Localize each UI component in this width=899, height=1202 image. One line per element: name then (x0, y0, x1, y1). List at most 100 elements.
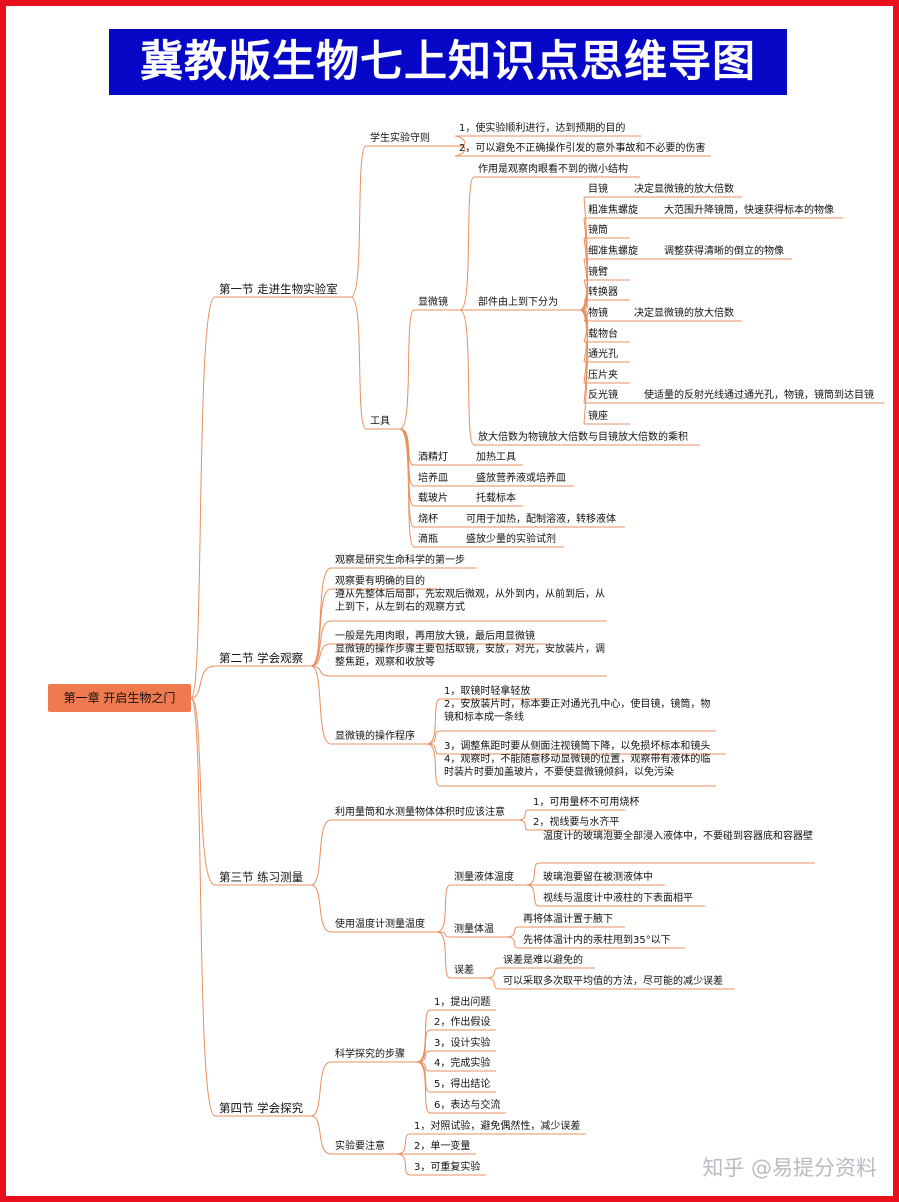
connector (399, 309, 415, 430)
connector (310, 567, 332, 667)
connector (396, 1153, 411, 1176)
section-node: 第三节 练习测量 (219, 870, 304, 884)
mindmap-node: 镜座 (588, 411, 608, 422)
connector (525, 884, 540, 907)
connector (459, 176, 475, 311)
mindmap-node: 细准焦螺旋 (588, 246, 638, 257)
connector (310, 643, 332, 667)
mindmap-node: 误差是难以避免的 (503, 955, 583, 966)
mindmap-node: 6，表达与交流 (434, 1100, 501, 1111)
mindmap-node: 一般是先用肉眼，再用放大镜，最后用显微镜 (335, 631, 535, 642)
mindmap-node: 5，得出结论 (434, 1079, 491, 1090)
mindmap-node: 观察是研究生命科学的第一步 (335, 555, 465, 566)
node-note: 可用于加热，配制溶液，转移液体 (466, 514, 616, 525)
mindmap-node: 培养皿 (418, 473, 448, 484)
mindmap-node: 2，安放装片时，标本要正对通光孔中心，使目镜，镜筒，物镜和标本成一条线 (444, 699, 711, 723)
connector (426, 743, 441, 787)
mindmap-node: 通光孔 (588, 349, 618, 360)
mindmap-node: 1，取镜时轻拿轻放 (444, 686, 531, 697)
connector (399, 428, 415, 507)
node-note: 调整获得清晰的倒立的物像 (664, 246, 784, 257)
node-note: 盛放少量的实验试剂 (466, 534, 556, 545)
connector (454, 145, 466, 157)
connector (525, 862, 540, 886)
mindmap-node: 学生实验守则 (370, 133, 430, 144)
connector (350, 145, 367, 298)
section-node: 第二节 学会观察 (219, 651, 304, 665)
mindmap-node: 再将体温计置于腋下 (523, 914, 613, 925)
connector (310, 665, 332, 677)
connector (310, 665, 332, 745)
mindmap-node: 2，单一变量 (414, 1141, 471, 1152)
connector (350, 296, 367, 430)
connector (579, 309, 588, 425)
mindmap-node: 1，使实验顺利进行，达到预期的目的 (459, 123, 626, 134)
mindmap-node: 2，视线要与水齐平 (533, 817, 620, 828)
mindmap-node: 镜臂 (588, 267, 608, 278)
mindmap-node: 测量体温 (454, 924, 494, 935)
mindmap-node: 1，对照试验，避免偶然性，减少误差 (414, 1121, 581, 1132)
mindmap-node: 作用是观察肉眼看不到的微小结构 (478, 164, 628, 175)
mindmap-node: 镜筒 (588, 225, 608, 236)
mindmap-node: 2，可以避免不正确操作引发的意外事故和不必要的伤害 (459, 143, 706, 154)
mindmap-node: 2，作出假设 (434, 1017, 491, 1028)
node-note: 大范围升降镜筒，快速获得标本的物像 (664, 205, 834, 216)
mindmap-node: 显微镜 (418, 297, 448, 308)
mindmap-node: 反光镜 (588, 390, 618, 401)
connector (436, 884, 451, 933)
connector (310, 1115, 332, 1155)
mindmap-node: 工具 (370, 416, 390, 427)
connector (516, 819, 530, 831)
connector (310, 1061, 332, 1117)
mindmap-node: 载物台 (588, 329, 618, 340)
mindmap-node: 部件由上到下分为 (478, 297, 558, 308)
connector (416, 1061, 431, 1093)
mindmap-node: 测量液体温度 (454, 872, 514, 883)
connector (310, 819, 332, 886)
mindmap-node: 酒精灯 (418, 452, 448, 463)
connector (579, 217, 588, 311)
connector (505, 936, 520, 949)
mindmap-node: 1，提出问题 (434, 997, 491, 1008)
mindmap-node: 科学探究的步骤 (335, 1049, 405, 1060)
mindmap-node: 4，观察时，不能随意移动显微镜的位置，观察带有液体的临时装片时要加盖玻片，不要使… (444, 754, 711, 778)
mindmap-node: 烧杯 (418, 514, 438, 525)
mindmap-node: 1，可用量杯不可用烧杯 (533, 797, 640, 808)
connector (416, 1029, 431, 1063)
node-note: 盛放营养液或培养皿 (476, 473, 566, 484)
mindmap-node: 温度计的玻璃泡要全部浸入液体中，不要碰到容器底和容器壁 (543, 831, 813, 842)
mindmap-node: 物镜 (588, 308, 608, 319)
connector (426, 730, 441, 745)
connector (505, 926, 520, 938)
connector (459, 309, 475, 446)
connector (436, 931, 451, 979)
mindmap-node: 目镜 (588, 184, 608, 195)
mindmap-node: 载玻片 (418, 493, 448, 504)
mindmap-node: 3，可重复实验 (414, 1162, 481, 1173)
connector (190, 697, 216, 886)
mindmap-node: 3，设计实验 (434, 1038, 491, 1049)
section-node: 第四节 学会探究 (219, 1101, 304, 1115)
connector (485, 967, 500, 979)
mindmap-node: 先将体温计内的汞柱甩到35°以下 (523, 935, 671, 946)
connector (579, 258, 588, 311)
connector (310, 588, 332, 667)
connector (426, 698, 441, 745)
connector (516, 809, 530, 821)
mindmap-node: 可以采取多次取平均值的方法，尽可能的减少误差 (503, 976, 723, 987)
mindmap-node: 使用温度计测量温度 (335, 919, 425, 930)
mindmap-node: 误差 (454, 965, 474, 976)
mindmap-node: 放大倍数为物镜放大倍数与目镜放大倍数的乘积 (478, 432, 688, 443)
connector (310, 884, 332, 933)
connector (399, 428, 415, 548)
mindmap-node: 遵从先整体后局部，先宏观后微观，从外到内，从前到后，从上到下，从左到右的观察方式 (335, 589, 605, 613)
node-note: 决定显微镜的放大倍数 (634, 184, 734, 195)
node-note: 托载标本 (476, 493, 516, 504)
connector (190, 296, 216, 699)
connector (190, 697, 216, 1117)
page-title: 冀教版生物七上知识点思维导图 (109, 29, 787, 95)
node-note: 加热工具 (476, 452, 516, 463)
mindmap-node: 滴瓶 (418, 534, 438, 545)
